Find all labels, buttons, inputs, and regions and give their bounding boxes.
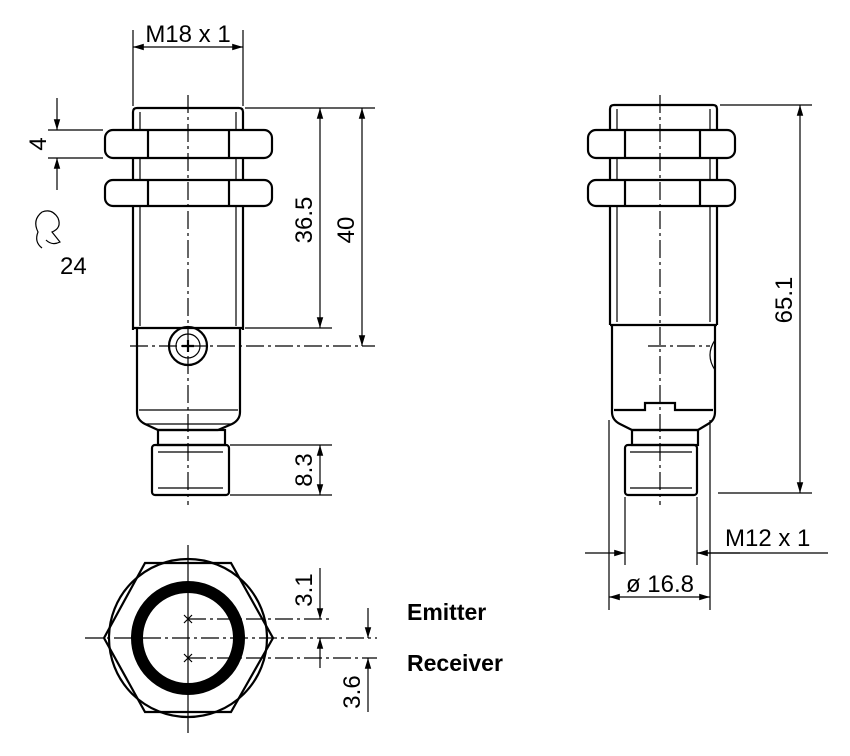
side-view-left xyxy=(103,95,375,505)
wrench-size-label: 24 xyxy=(60,253,87,280)
dim-connector-length: 8.3 xyxy=(230,444,332,496)
diameter-label: ø 16.8 xyxy=(626,571,694,598)
dim-receiver-offset: 3.6 xyxy=(339,608,372,712)
total-length-label: 65.1 xyxy=(771,277,798,324)
body-to-center-label: 40 xyxy=(333,217,360,244)
wrench-icon: 24 xyxy=(35,210,87,280)
dim-thread-main: M18 x 1 xyxy=(132,21,244,106)
thread-connector-label: M12 x 1 xyxy=(725,525,810,552)
dim-total-length: 65.1 xyxy=(718,104,812,494)
dim-connector-thread: M12 x 1 xyxy=(585,497,828,565)
emitter-label: Emitter xyxy=(407,599,486,625)
dim-thread-length: 36.5 40 xyxy=(245,107,375,346)
dim-nut: 4 xyxy=(25,98,103,190)
dim-emitter-offset: 3.1 xyxy=(291,568,324,668)
connector-length-label: 8.3 xyxy=(291,453,318,486)
front-view xyxy=(85,545,377,733)
thread-length-label: 36.5 xyxy=(291,197,318,244)
receiver-offset-label: 3.6 xyxy=(339,675,366,708)
dim-diameter: ø 16.8 xyxy=(608,420,711,610)
thread-main-label: M18 x 1 xyxy=(145,21,230,48)
nut-thickness-label: 4 xyxy=(25,137,52,150)
emitter-offset-label: 3.1 xyxy=(291,573,318,606)
receiver-label: Receiver xyxy=(407,650,503,676)
side-view-right xyxy=(586,95,737,505)
